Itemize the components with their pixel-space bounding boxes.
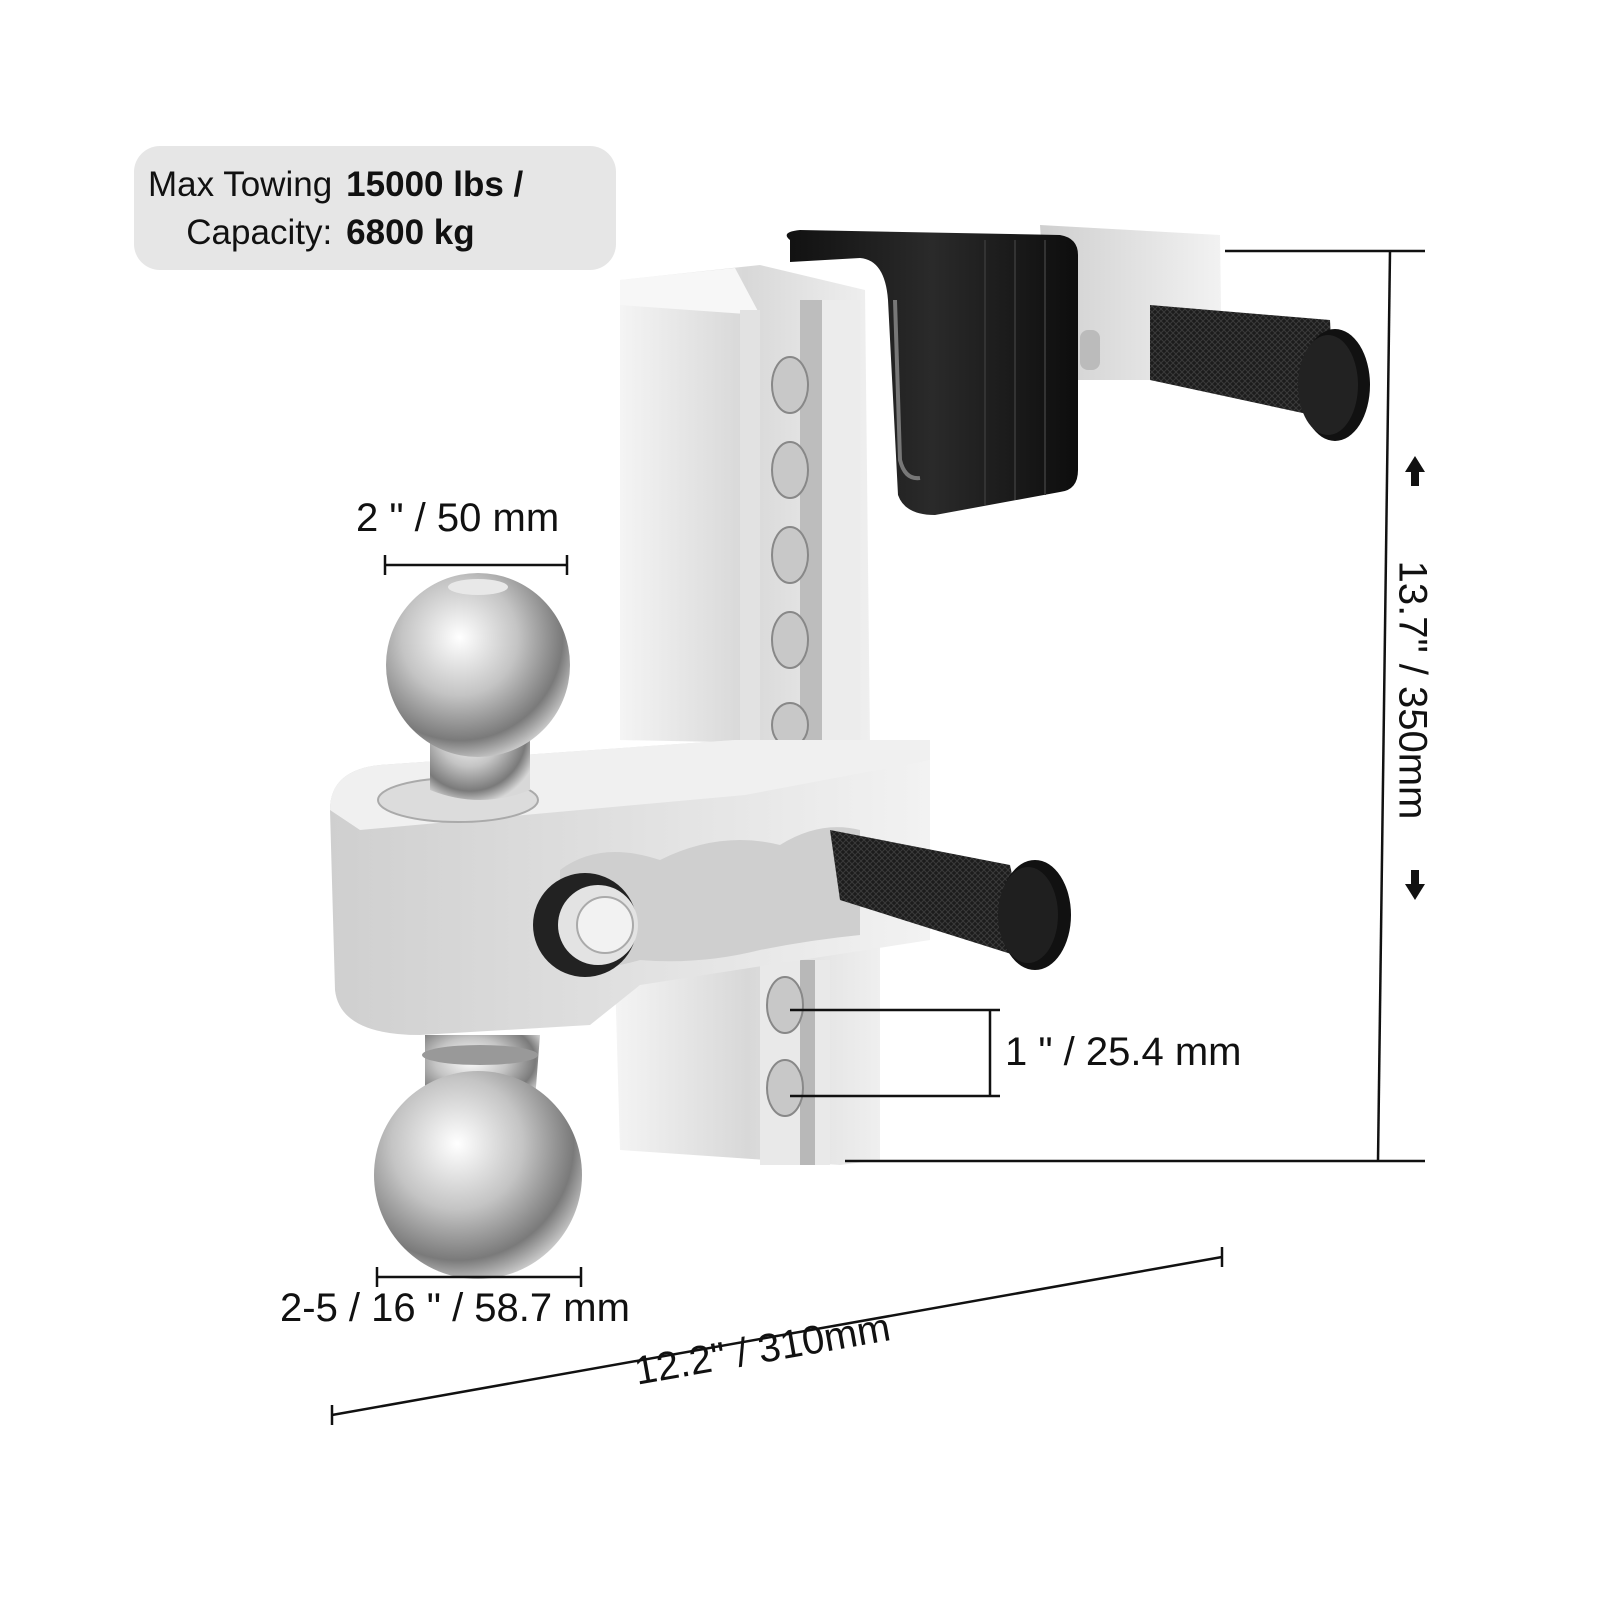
bottom-ball-diameter-label: 2-5 / 16 " / 58.7 mm [280, 1286, 630, 1330]
spec-label-line2: Capacity: [186, 213, 333, 252]
top-locking-pin [1150, 305, 1370, 441]
arrow-down-icon [1405, 884, 1425, 900]
towing-capacity-text: Max Towing 15000 lbs / Capacity: 6800 kg [148, 163, 523, 255]
spec-value-line1: 15000 lbs / [346, 165, 524, 204]
top-hitch-ball [386, 573, 570, 800]
spec-label-line1: Max Towing [148, 165, 333, 204]
towing-capacity-badge [134, 146, 616, 270]
lower-shank [615, 940, 880, 1165]
dimension-lines [330, 249, 1425, 1425]
arrow-up-icon [1405, 456, 1425, 472]
hole-spacing-label: 1 " / 25.4 mm [1005, 1030, 1242, 1074]
total-height-label: 13.7" / 350mm [1390, 560, 1435, 820]
top-ball-diameter-label: 2 " / 50 mm [356, 496, 560, 540]
black-rubber-collar [786, 230, 1078, 515]
middle-locking-pin [830, 830, 1071, 970]
spec-value-line2: 6800 kg [346, 213, 475, 252]
vertical-shank [620, 265, 870, 748]
bottom-hitch-ball [374, 1035, 582, 1279]
height-arrows [1405, 456, 1425, 900]
